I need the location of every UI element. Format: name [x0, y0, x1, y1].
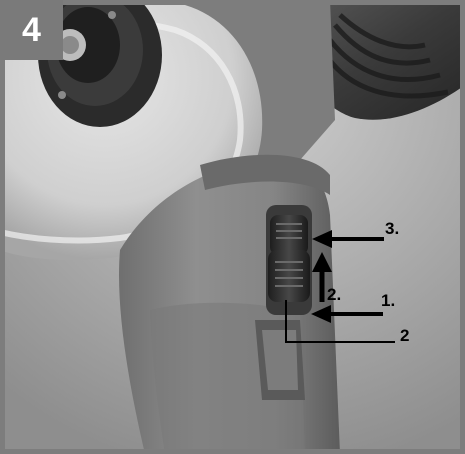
callout-step-1: 1.: [381, 291, 396, 310]
leader-line-part-2: [285, 300, 395, 343]
callout-step-2: 2.: [327, 285, 342, 304]
arrow-step-1: [311, 305, 383, 323]
callout-step-3: 3.: [385, 219, 400, 238]
callout-part-2: 2: [400, 326, 410, 345]
arrow-step-3: [312, 230, 384, 248]
arrow-step-2: [312, 252, 332, 302]
step-number-badge: 4: [0, 0, 63, 60]
on-off-switch: [266, 205, 312, 315]
